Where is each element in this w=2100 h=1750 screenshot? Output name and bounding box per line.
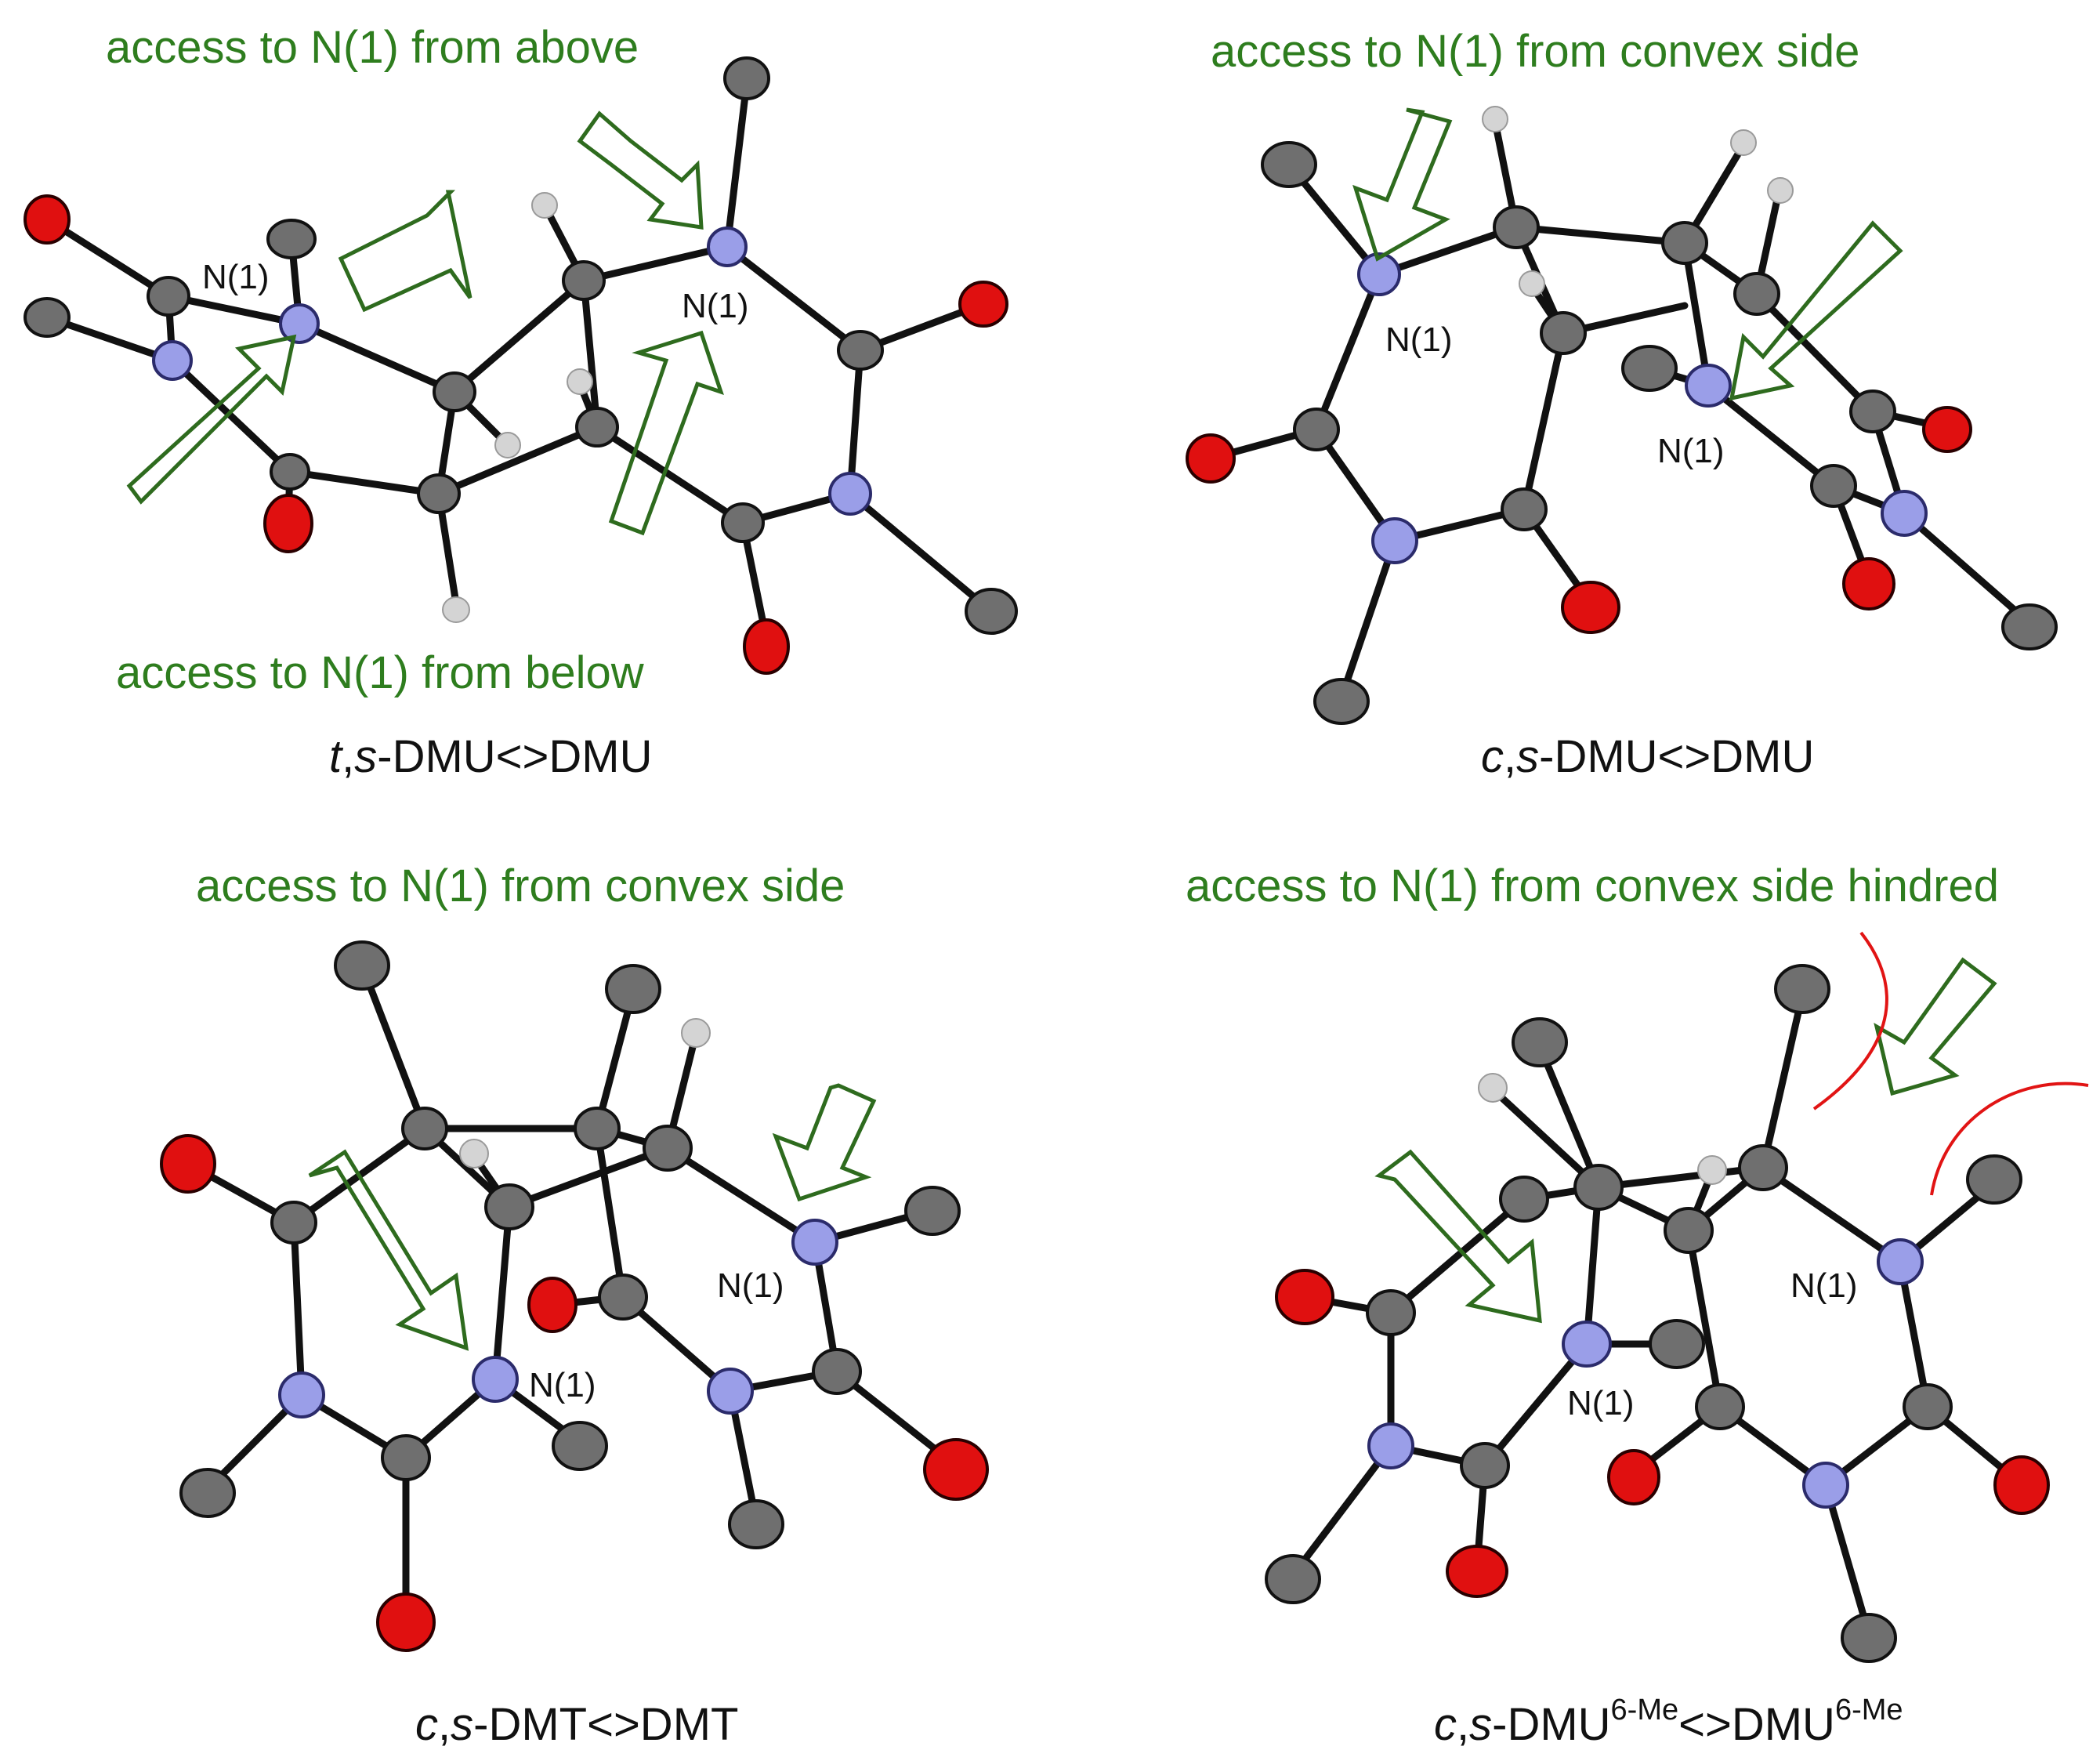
access-note-hindered: access to N(1) from convex side hindred: [1186, 861, 1999, 911]
panel-cs-dmt: access to N(1) from convex side N(1) N(1…: [160, 861, 989, 1750]
access-arrow-icon: [772, 1083, 877, 1202]
atom-label-n1: N(1): [1385, 321, 1453, 359]
access-arrow-icon: [1374, 1149, 1542, 1324]
access-arrow-icon: [126, 334, 297, 505]
atom-label-n1: N(1): [717, 1266, 784, 1305]
atom-label-n1: N(1): [682, 287, 749, 325]
access-arrow-icon: [1352, 107, 1453, 262]
hindrance-arc-icon: [1812, 931, 1888, 1111]
access-arrow-icon: [338, 190, 472, 313]
panel-cs-dmu: access to N(1) from convex side N(1) N(1…: [1186, 26, 2058, 782]
access-note-convex: access to N(1) from convex side: [196, 861, 845, 911]
panel-ts-dmu: access to N(1) from above access to N(1)…: [24, 22, 1018, 782]
access-arrow-icon: [577, 111, 704, 230]
caption-cs-dmu6me: c,s-DMU6-Me<>DMU6-Me: [1434, 1694, 1903, 1750]
access-note-below: access to N(1) from below: [116, 647, 645, 698]
panel-cs-dmu6me: access to N(1) from convex side hindred …: [1186, 861, 2089, 1750]
atom-label-n1: N(1): [1657, 432, 1725, 470]
access-note-above: access to N(1) from above: [106, 22, 639, 73]
caption-cs-dmu: c,s-DMU<>DMU: [1481, 731, 1814, 782]
caption-ts-dmu: t,s-DMU<>DMU: [329, 731, 652, 782]
access-arrow-icon: [608, 330, 724, 536]
molecule-cs-dmt: [160, 940, 989, 1652]
molecule-cs-dmu6me: [1265, 964, 2050, 1663]
atom-label-n1: N(1): [1567, 1384, 1635, 1422]
hindrance-arc-icon: [1930, 1082, 2089, 1196]
access-arrow-icon: [308, 1149, 469, 1351]
molecule-ts-dmu: [24, 56, 1018, 675]
molecule-cs-dmu: [1186, 106, 2058, 725]
access-note-convex: access to N(1) from convex side: [1211, 26, 1859, 77]
caption-cs-dmt: c,s-DMT<>DMT: [415, 1699, 738, 1750]
atom-label-n1: N(1): [1790, 1266, 1858, 1305]
access-arrow-icon: [1874, 957, 1997, 1096]
atom-label-n1: N(1): [202, 258, 270, 296]
access-arrow-icon: [1729, 220, 1903, 401]
atom-label-n1: N(1): [529, 1366, 596, 1404]
